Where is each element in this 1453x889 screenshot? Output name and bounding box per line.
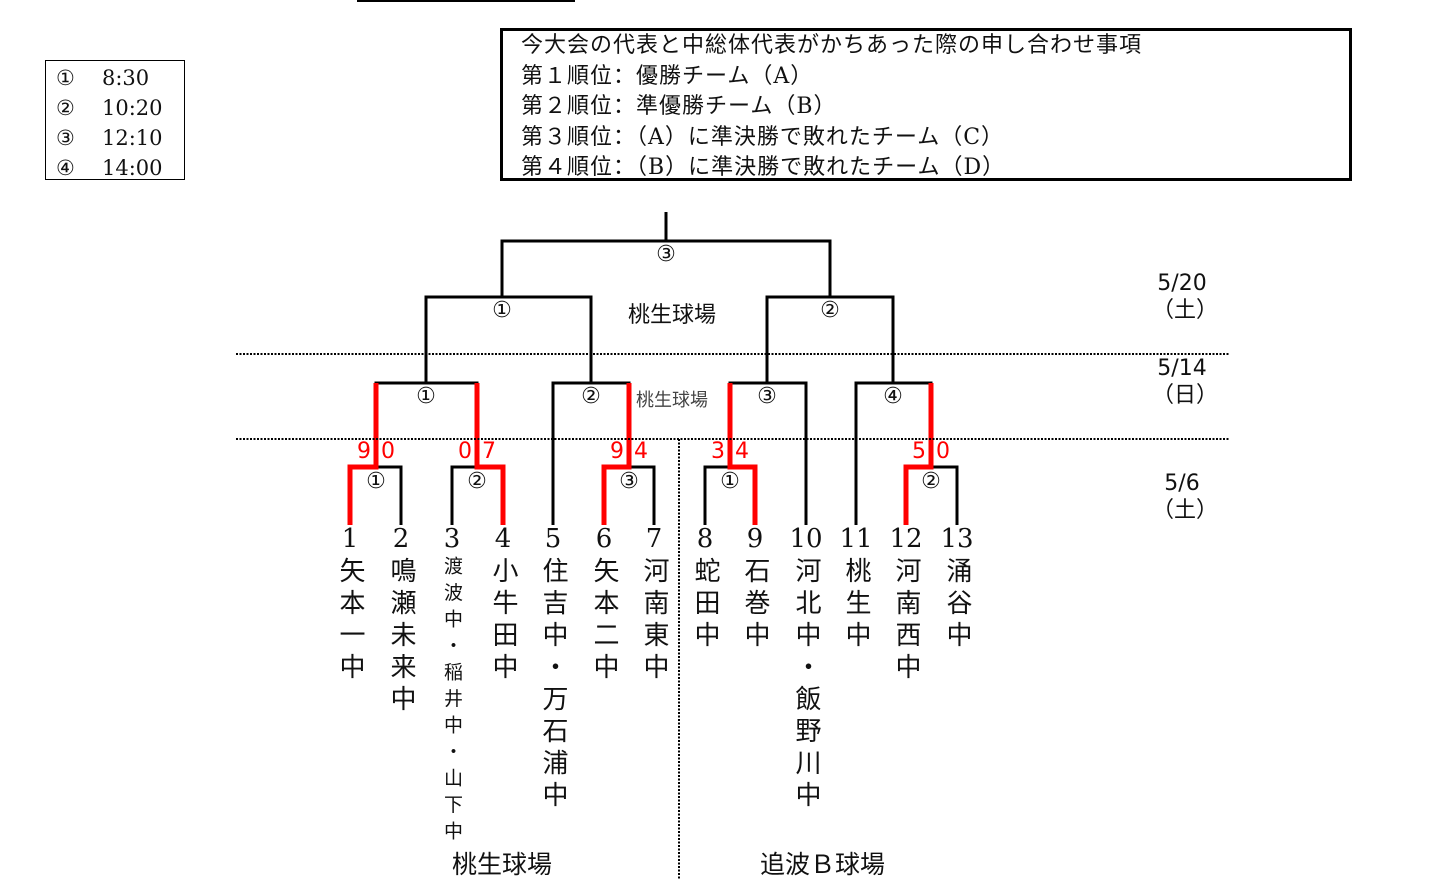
slot-time: 10:20 bbox=[102, 96, 163, 120]
note-title: 今大会の代表と中総体代表がかちあった際の申し合わせ事項 bbox=[521, 33, 1143, 58]
team-name: 矢本一中 bbox=[335, 557, 365, 685]
team-number: 1 bbox=[341, 524, 359, 554]
match-quarter: ① bbox=[416, 384, 436, 409]
date-text: 5/6 bbox=[1164, 471, 1200, 496]
team-number: 9 bbox=[746, 524, 764, 554]
winner-path-12 bbox=[903, 383, 934, 525]
team-name: 石巻中 bbox=[740, 557, 770, 653]
team-number: 12 bbox=[889, 524, 923, 554]
day-text: （土） bbox=[1152, 498, 1219, 523]
match-semi: ① bbox=[492, 298, 512, 323]
team-name: 蛇田中 bbox=[690, 557, 720, 653]
match-quarter: ③ bbox=[757, 384, 777, 409]
slot-time: 14:00 bbox=[102, 156, 163, 180]
venue-semi: 桃生球場 bbox=[628, 303, 717, 328]
winner-path-1 bbox=[347, 383, 379, 525]
date-first: 5/6（土） bbox=[1152, 470, 1219, 524]
note-line: 第４順位：（B）に準決勝で敗れたチーム（D） bbox=[521, 155, 1006, 180]
score: 4 bbox=[735, 439, 749, 464]
team-name: 渡波中・稲井中・山下中 bbox=[441, 556, 463, 848]
schedule-row: ③ 12:10 bbox=[56, 123, 184, 153]
note-line: 第２順位：準優勝チーム（B） bbox=[521, 94, 837, 119]
score: 3 bbox=[711, 439, 725, 464]
team-name: 河北中・飯野川中 bbox=[791, 557, 821, 813]
team-number: 2 bbox=[392, 524, 410, 554]
venue-quarter: 桃生球場 bbox=[636, 390, 708, 411]
match-quarter: ④ bbox=[883, 384, 903, 409]
date-quarter: 5/14（日） bbox=[1152, 355, 1219, 409]
score: 7 bbox=[482, 439, 496, 464]
semi-2-line bbox=[765, 295, 895, 383]
note-line: 第３順位：（A）に準決勝で敗れたチーム（C） bbox=[521, 124, 1005, 150]
match-first: ③ bbox=[619, 469, 639, 494]
team-number: 13 bbox=[940, 524, 974, 554]
match-semi: ② bbox=[820, 298, 840, 323]
winner-path-4 bbox=[474, 383, 506, 525]
slot-mark: ③ bbox=[56, 126, 75, 150]
team-name: 河南東中 bbox=[639, 557, 669, 685]
score: 0 bbox=[936, 439, 950, 464]
venue-right: 追波Ｂ球場 bbox=[760, 850, 886, 879]
score: 4 bbox=[634, 439, 648, 464]
slot-mark: ② bbox=[56, 96, 75, 120]
day-text: （土） bbox=[1152, 298, 1219, 323]
score: 9 bbox=[610, 439, 624, 464]
team-name: 住吉中・万石浦中 bbox=[538, 557, 568, 813]
team-name: 涌谷中 bbox=[942, 557, 972, 653]
venue-left: 桃生球場 bbox=[452, 850, 553, 879]
team-name: 河南西中 bbox=[891, 557, 921, 685]
semi-1-line bbox=[424, 295, 593, 383]
schedule-row: ② 10:20 bbox=[56, 93, 184, 123]
match-final: ③ bbox=[656, 242, 676, 267]
agreement-note-box: 今大会の代表と中総体代表がかちあった際の申し合わせ事項 第１順位：優勝チーム（A… bbox=[500, 28, 1352, 181]
team-name: 鳴瀬未来中 bbox=[386, 557, 416, 717]
slot-mark: ④ bbox=[56, 156, 75, 180]
team-number: 6 bbox=[595, 524, 613, 554]
match-first: ② bbox=[467, 469, 487, 494]
date-semi: 5/20（土） bbox=[1152, 270, 1219, 324]
team-name: 小牛田中 bbox=[488, 557, 518, 685]
match-quarter: ② bbox=[581, 384, 601, 409]
team-name: 矢本二中 bbox=[589, 557, 619, 685]
note-line: 第１順位：優勝チーム（A） bbox=[521, 63, 814, 89]
winner-path-9 bbox=[727, 383, 758, 525]
team-number: 5 bbox=[544, 524, 562, 554]
team-number: 8 bbox=[696, 524, 714, 554]
day-text: （日） bbox=[1152, 383, 1219, 408]
score: 5 bbox=[912, 439, 926, 464]
slot-mark: ① bbox=[56, 66, 75, 90]
team-number: 3 bbox=[443, 524, 461, 554]
slot-time: 12:10 bbox=[102, 126, 163, 150]
team-number: 7 bbox=[645, 524, 663, 554]
team-number: 11 bbox=[839, 524, 873, 554]
team-number: 4 bbox=[494, 524, 512, 554]
winner-path-6 bbox=[601, 383, 632, 525]
schedule-row: ④ 14:00 bbox=[56, 153, 184, 183]
schedule-box: ① 8:30 ② 10:20 ③ 12:10 ④ 14:00 bbox=[45, 60, 185, 180]
team-name: 桃生中 bbox=[841, 557, 871, 653]
match-first: ② bbox=[921, 469, 941, 494]
cut-off-header-underline bbox=[357, 0, 575, 2]
schedule-row: ① 8:30 bbox=[56, 63, 184, 93]
date-text: 5/14 bbox=[1157, 356, 1207, 381]
match-first: ① bbox=[366, 469, 386, 494]
team-number: 10 bbox=[789, 524, 823, 554]
score: 0 bbox=[381, 439, 395, 464]
score: 0 bbox=[458, 439, 472, 464]
slot-time: 8:30 bbox=[102, 66, 150, 90]
score: 9 bbox=[357, 439, 371, 464]
date-text: 5/20 bbox=[1157, 271, 1207, 296]
match-first: ① bbox=[720, 469, 740, 494]
